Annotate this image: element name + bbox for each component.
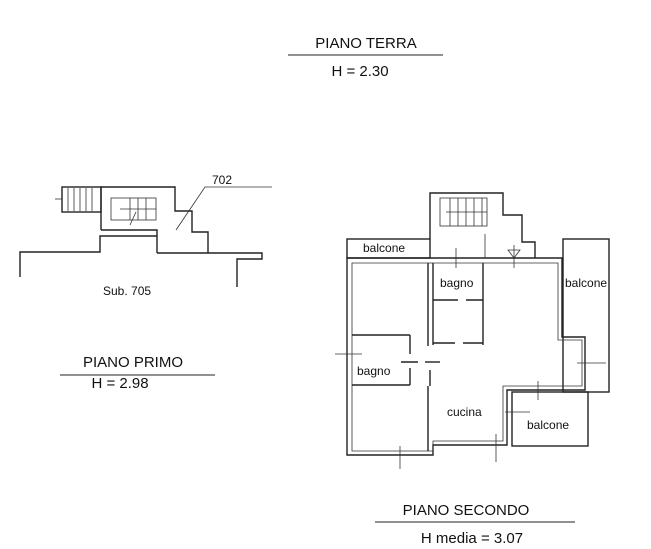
balcone-right [562, 238, 610, 393]
balcone-bottom [511, 391, 589, 447]
second-floor-plan: balcone bagno balcone bagno cucina balco… [335, 192, 610, 469]
ref-label: 702 [212, 173, 232, 187]
room-balcone-bottom: balcone [527, 418, 569, 432]
first-floor-plan: 702 Sub. 705 [19, 173, 272, 298]
room-balcone-right: balcone [565, 276, 607, 290]
room-cucina: cucina [447, 405, 482, 419]
sub-label: Sub. 705 [103, 284, 151, 298]
second-floor-title: PIANO SECONDO [403, 502, 530, 519]
room-bagno-top: bagno [440, 276, 474, 290]
first-floor-height: H = 2.98 [91, 375, 148, 392]
room-balcone-top: balcone [363, 241, 405, 255]
second-floor-height: H media = 3.07 [421, 530, 523, 547]
room-bagno-left: bagno [357, 364, 391, 378]
ground-floor-height: H = 2.30 [331, 63, 388, 80]
first-floor-title: PIANO PRIMO [83, 354, 183, 371]
ground-floor-title: PIANO TERRA [315, 35, 416, 52]
